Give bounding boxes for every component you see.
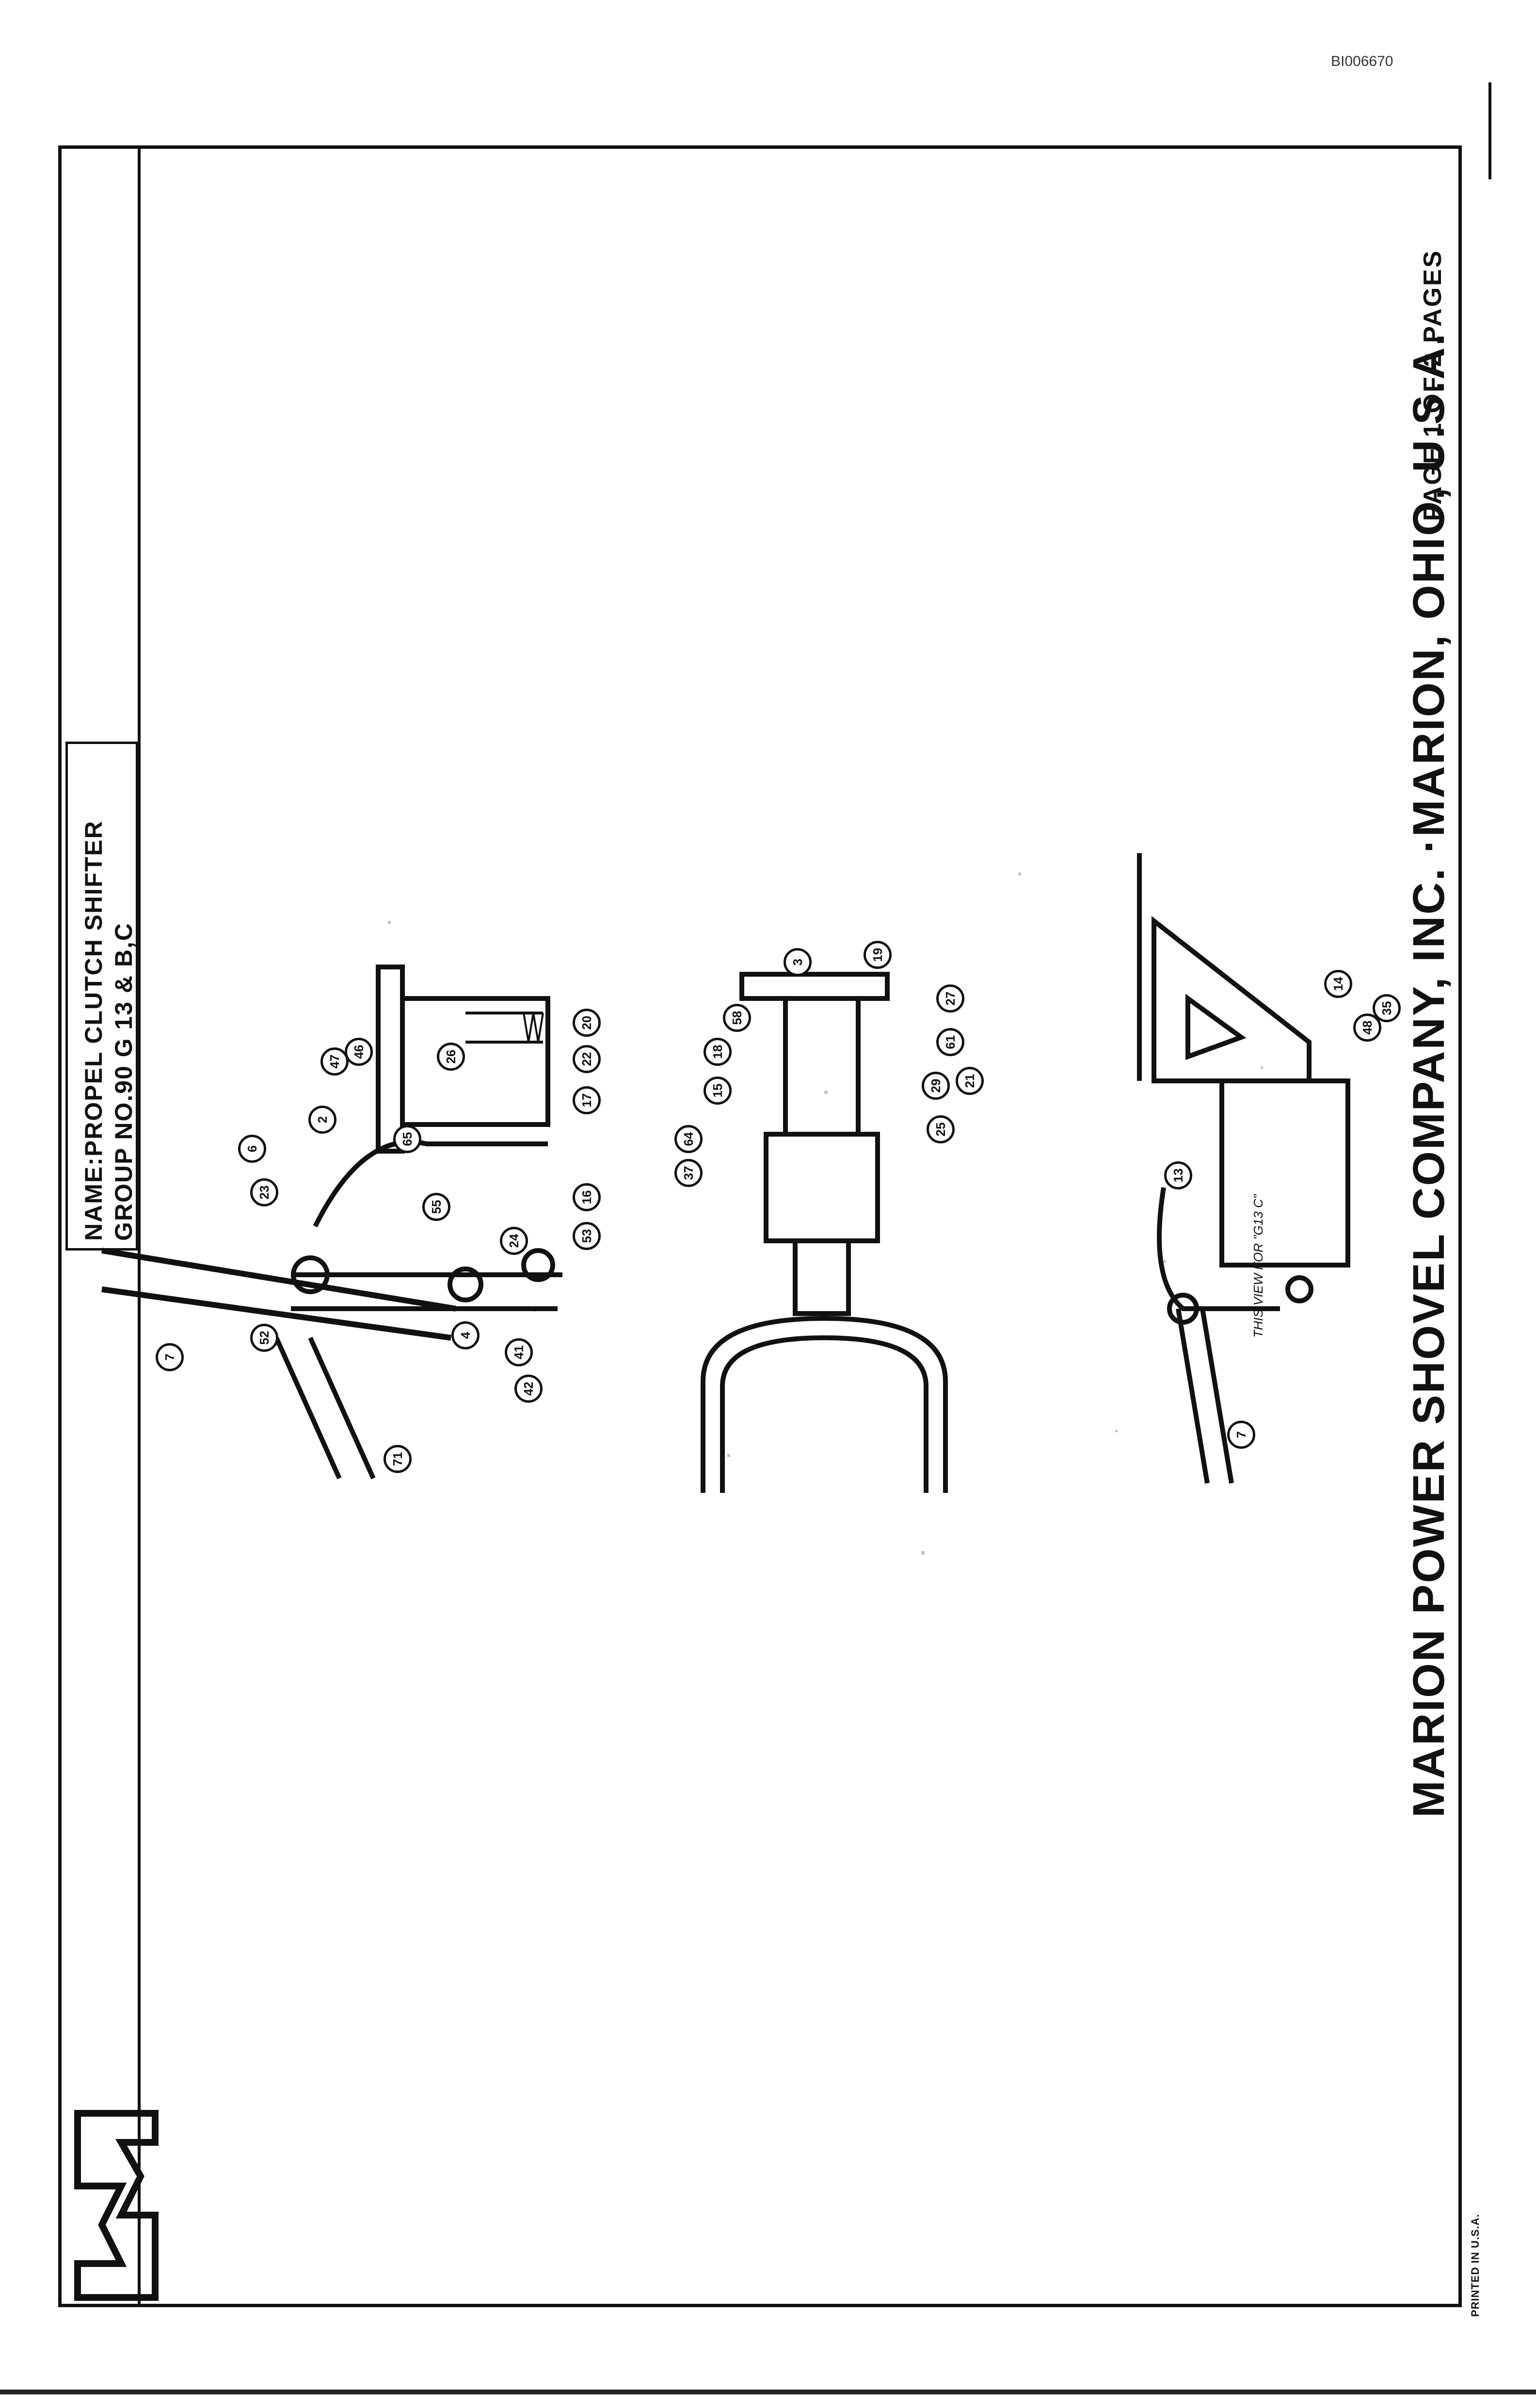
callout-balloon: 46	[345, 1038, 373, 1066]
callout-balloon: 7	[1227, 1421, 1255, 1449]
right-view	[1137, 853, 1350, 1484]
callout-balloon: 13	[1164, 1161, 1192, 1189]
callout-balloon: 58	[723, 1004, 751, 1032]
callout-balloon: 71	[384, 1445, 412, 1473]
callout-balloon: 20	[573, 1009, 601, 1037]
title-block	[65, 742, 138, 1251]
callout-balloon: 15	[704, 1077, 732, 1105]
callout-balloon: 3	[784, 948, 812, 976]
callout-balloon: 53	[573, 1222, 601, 1250]
callout-balloon: 22	[573, 1045, 601, 1073]
callout-balloon: 21	[956, 1067, 984, 1095]
callout-balloon: 37	[674, 1159, 703, 1187]
bottom-rule	[0, 2390, 1536, 2394]
callout-balloon: 55	[422, 1193, 450, 1221]
callout-balloon: 65	[393, 1125, 421, 1153]
callout-balloon: 52	[250, 1324, 278, 1352]
callout-balloon: 42	[514, 1375, 543, 1403]
callout-balloon: 7	[156, 1343, 184, 1371]
callout-balloon: 16	[573, 1183, 601, 1211]
edge-mark	[1488, 82, 1491, 179]
callout-balloon: 48	[1353, 1014, 1381, 1042]
callout-balloon: 23	[250, 1178, 278, 1206]
marion-logo	[74, 2110, 159, 2301]
callout-balloon: 24	[500, 1227, 528, 1255]
drawing-frame	[58, 145, 1462, 2307]
callout-balloon: 25	[927, 1115, 955, 1143]
left-view	[101, 965, 562, 1480]
callout-balloon: 64	[674, 1125, 703, 1153]
callout-balloon: 6	[238, 1135, 266, 1163]
callout-balloon: 41	[505, 1338, 533, 1366]
callout-balloon: 2	[308, 1106, 336, 1134]
center-view	[701, 972, 948, 1493]
callout-balloon: 17	[573, 1086, 601, 1114]
title-strip	[58, 145, 141, 2307]
callout-balloon: 14	[1324, 970, 1352, 998]
callout-balloon: 19	[864, 941, 892, 969]
callout-balloon: 26	[437, 1043, 465, 1071]
callout-balloon: 18	[704, 1038, 732, 1066]
callout-balloon: 29	[922, 1072, 950, 1100]
callout-balloon: 27	[936, 984, 964, 1013]
callout-balloon: 4	[451, 1321, 480, 1349]
document-id: BI006670	[1331, 53, 1393, 69]
callout-balloon: 61	[936, 1028, 964, 1056]
